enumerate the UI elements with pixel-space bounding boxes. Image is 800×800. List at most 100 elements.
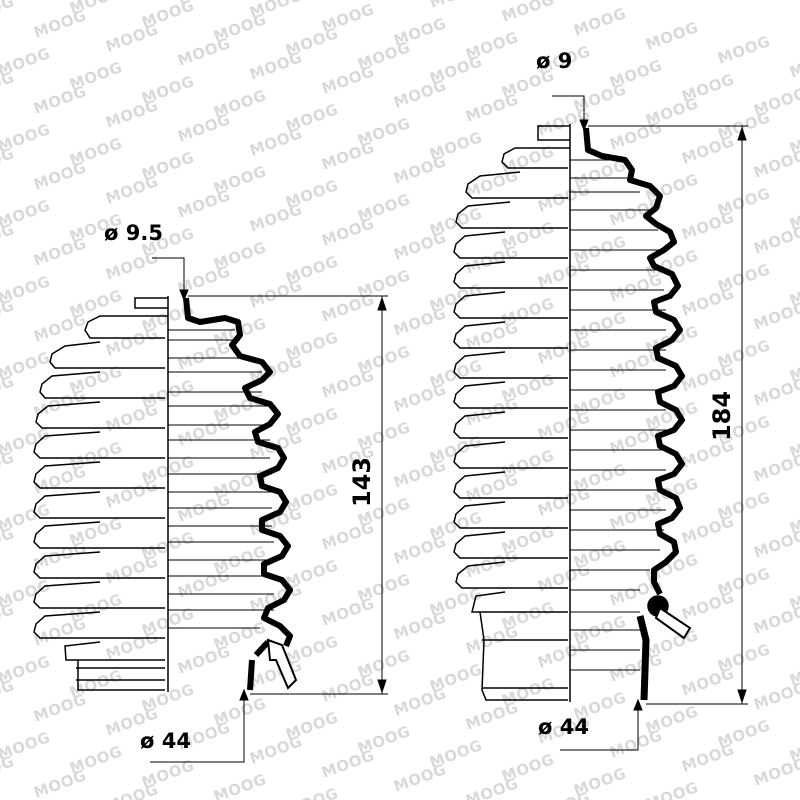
watermark-text: MOOG xyxy=(391,760,449,796)
watermark-text: MOOG xyxy=(319,290,377,326)
watermark-text: MOOG xyxy=(679,208,737,244)
watermark-text: MOOG xyxy=(319,214,377,250)
watermark-text: MOOG xyxy=(463,774,521,800)
watermark-text: MOOG xyxy=(391,76,449,112)
watermark-text: MOOG xyxy=(391,304,449,340)
watermark-text: MOOG xyxy=(463,242,521,278)
left-dimensions xyxy=(150,257,388,763)
watermark-text: MOOG xyxy=(319,594,377,630)
watermark-text: MOOG xyxy=(31,6,89,42)
watermark-text: MOOG xyxy=(211,770,269,800)
watermark-text: MOOG xyxy=(643,18,701,54)
watermark-text: MOOG xyxy=(463,394,521,430)
watermark-text: MOOG xyxy=(319,746,377,782)
watermark-text: MOOG xyxy=(0,0,17,28)
watermark-text: MOOG xyxy=(103,96,161,132)
watermark-text: MOOG xyxy=(427,0,485,12)
watermark-text: MOOG xyxy=(31,462,89,498)
left-boot-section xyxy=(183,297,293,648)
watermark-text: MOOG xyxy=(607,650,665,686)
watermark-text: MOOG xyxy=(103,552,161,588)
watermark-text: MOOG xyxy=(31,766,89,800)
watermark-text: MOOG xyxy=(175,642,233,678)
watermark-text: MOOG xyxy=(391,684,449,720)
watermark-text: MOOG xyxy=(283,784,341,800)
left-boot-outline xyxy=(33,297,168,691)
watermark-text: MOOG xyxy=(175,338,233,374)
watermark-text: MOOG xyxy=(319,62,377,98)
watermark-text: MOOG xyxy=(31,538,89,574)
left-bottom-diameter-leader xyxy=(150,690,245,763)
watermark-text: MOOG xyxy=(751,374,800,410)
watermark-text: MOOG xyxy=(679,664,737,700)
watermark-text: MOOG xyxy=(535,256,593,292)
watermark-text: MOOG xyxy=(607,726,665,762)
watermark-text: MOOG xyxy=(535,788,593,800)
watermark-text: MOOG xyxy=(391,608,449,644)
watermark-text: MOOG xyxy=(247,48,305,84)
watermark-text: MOOG xyxy=(31,158,89,194)
watermark-text: MOOG xyxy=(787,46,800,82)
watermark-text: MOOG xyxy=(751,222,800,258)
watermark-text: MOOG xyxy=(607,118,665,154)
watermark-text: MOOG xyxy=(319,366,377,402)
watermark-text: MOOG xyxy=(103,476,161,512)
watermark-text: MOOG xyxy=(679,740,737,776)
left-top-diameter-leader xyxy=(152,257,185,300)
watermark-text: MOOG xyxy=(31,690,89,726)
right-top-diameter-leader xyxy=(552,95,585,130)
right-length-label: 184 xyxy=(708,391,736,441)
watermark-text: MOOG xyxy=(175,414,233,450)
watermark-text: MOOG xyxy=(643,778,701,800)
watermark-text: MOOG xyxy=(319,518,377,554)
watermark-text: MOOG xyxy=(679,512,737,548)
watermark-text: MOOG xyxy=(499,0,557,26)
right-top-diameter-label: ø 9 xyxy=(536,49,572,73)
watermark-text: MOOG xyxy=(103,628,161,664)
watermark-text: MOOG xyxy=(391,532,449,568)
watermark-text: MOOG xyxy=(391,228,449,264)
right-dimensions xyxy=(552,95,748,751)
watermark-text: MOOG xyxy=(679,284,737,320)
watermark-text: MOOG xyxy=(175,186,233,222)
watermark-text: MOOG xyxy=(175,566,233,602)
watermark-text: MOOG xyxy=(247,732,305,768)
watermark-text: MOOG xyxy=(679,360,737,396)
watermark-text: MOOG xyxy=(103,324,161,360)
watermark-text: MOOG xyxy=(31,234,89,270)
watermark-text: MOOG xyxy=(535,636,593,672)
watermark-text: MOOG xyxy=(463,698,521,734)
watermark-text: MOOG xyxy=(535,484,593,520)
watermark-text: MOOG xyxy=(751,602,800,638)
watermark-text: MOOG xyxy=(463,166,521,202)
left-top-diameter-label: ø 9.5 xyxy=(104,221,163,245)
right-boot-section xyxy=(583,127,685,596)
watermark-text: MOOG xyxy=(103,172,161,208)
watermark-text: MOOG xyxy=(175,34,233,70)
watermark-text: MOOG xyxy=(391,152,449,188)
watermark-text: MOOG xyxy=(31,82,89,118)
watermark-text: MOOG xyxy=(103,780,161,800)
watermark-text: MOOG xyxy=(319,138,377,174)
watermark-text: MOOG xyxy=(103,248,161,284)
left-bottom-diameter-label: ø 44 xyxy=(140,729,191,753)
watermark-text: MOOG xyxy=(247,124,305,160)
watermark-text: MOOG xyxy=(247,276,305,312)
watermark-text: MOOG xyxy=(751,450,800,486)
watermark-text: MOOG xyxy=(751,298,800,334)
watermark-text: MOOG xyxy=(679,132,737,168)
right-boot xyxy=(453,124,692,702)
watermark-text: MOOG xyxy=(103,400,161,436)
watermark-text: MOOG xyxy=(31,310,89,346)
right-bottom-diameter-label: ø 44 xyxy=(538,715,589,739)
right-bottom-diameter-leader xyxy=(560,700,639,751)
watermark-text: MOOG xyxy=(391,380,449,416)
watermark-text: MOOG xyxy=(175,110,233,146)
watermark-text: MOOG xyxy=(679,588,737,624)
watermark-text: MOOG xyxy=(751,754,800,790)
right-boot-outline xyxy=(453,125,570,701)
watermark-text: MOOG xyxy=(463,90,521,126)
watermark-text: MOOG xyxy=(103,20,161,56)
watermark-text: MOOG xyxy=(751,146,800,182)
